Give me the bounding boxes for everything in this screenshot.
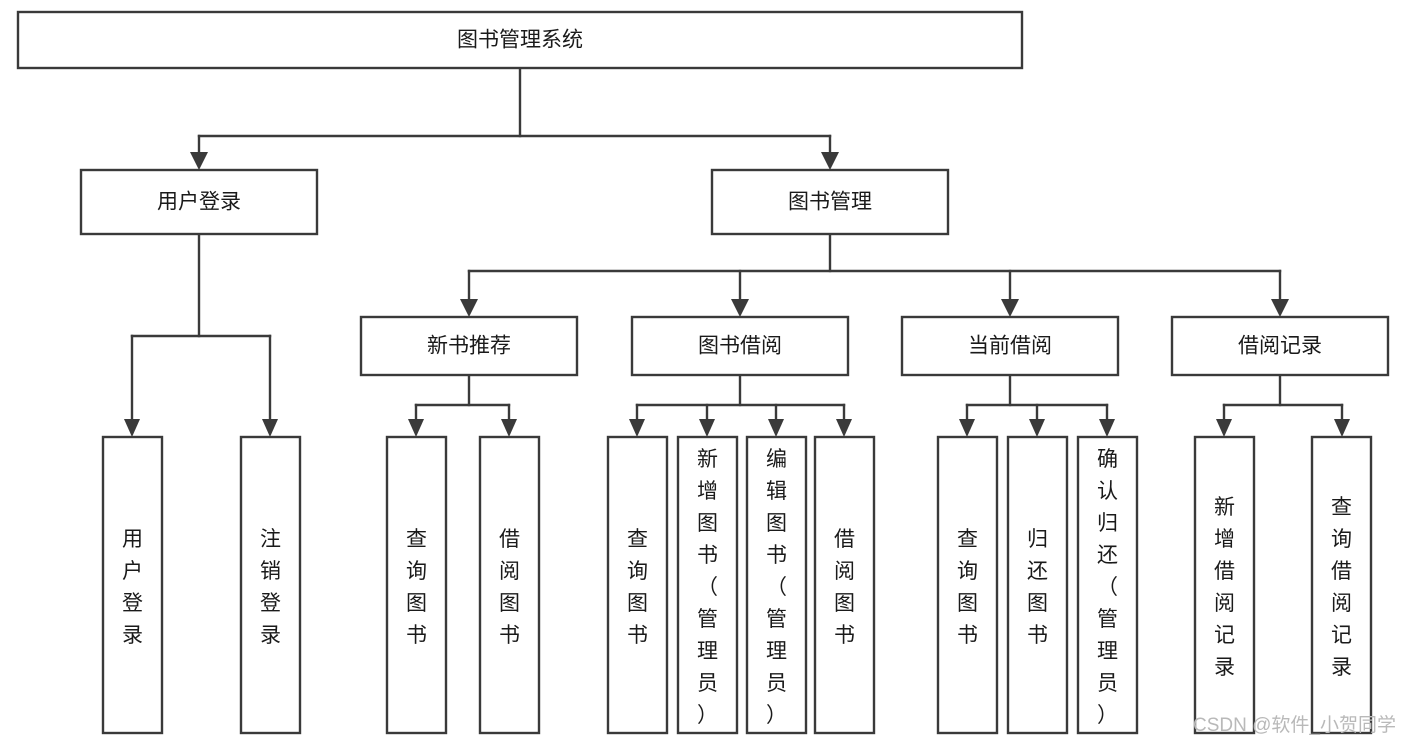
node-box-leaf-borrow-book-rec[interactable]	[478, 435, 541, 735]
node-box-leaf-edit-book-admin[interactable]	[745, 435, 808, 735]
node-box-leaf-borrow-book[interactable]	[813, 435, 876, 735]
node-label-leaf-confirm-return-admin: 确认归还（管理员）	[1097, 448, 1118, 727]
node-label-new-book-rec: 新书推荐	[427, 335, 511, 358]
node-label-leaf-user-logout: 注销登录	[260, 528, 281, 647]
arrow-leaf-query-book-borrow	[629, 419, 645, 437]
node-leaf-edit-book-admin[interactable]: 编辑图书（管理员）	[745, 435, 808, 735]
arrow-leaf-return-book	[1029, 419, 1045, 437]
node-label-leaf-query-book-rec: 查询图书	[406, 528, 427, 647]
node-label-leaf-query-borrow-record: 查询借阅记录	[1331, 496, 1352, 679]
node-leaf-query-book-borrow[interactable]: 查询图书	[606, 435, 669, 735]
node-label-book-manage: 图书管理	[788, 191, 872, 214]
node-user-login[interactable]: 用户登录	[79, 168, 319, 236]
node-label-book-borrow: 图书借阅	[698, 335, 782, 358]
arrow-leaf-borrow-book-rec	[501, 419, 517, 437]
node-label-root: 图书管理系统	[457, 29, 583, 52]
arrow-leaf-query-book-current	[959, 419, 975, 437]
node-label-leaf-borrow-book: 借阅图书	[834, 528, 855, 647]
node-leaf-add-book-admin[interactable]: 新增图书（管理员）	[676, 435, 739, 735]
connectors-layer	[124, 66, 1350, 437]
node-label-current-borrow: 当前借阅	[968, 335, 1052, 358]
node-label-leaf-query-book-borrow: 查询图书	[627, 528, 648, 647]
arrow-to-borrow-record	[1271, 299, 1289, 317]
node-label-leaf-query-book-current: 查询图书	[957, 528, 978, 647]
node-leaf-confirm-return-admin[interactable]: 确认归还（管理员）	[1076, 435, 1139, 735]
nodes-layer: 图书管理系统用户登录图书管理新书推荐图书借阅当前借阅借阅记录用户登录注销登录查询…	[16, 10, 1390, 735]
arrow-leaf-query-book-rec	[408, 419, 424, 437]
node-box-leaf-return-book[interactable]	[1006, 435, 1069, 735]
node-box-leaf-user-login[interactable]	[101, 435, 164, 735]
node-box-root[interactable]	[16, 10, 1024, 70]
node-leaf-query-borrow-record[interactable]: 查询借阅记录	[1310, 435, 1373, 735]
arrow-leaf-user-login	[124, 419, 140, 437]
node-box-borrow-record[interactable]	[1170, 315, 1390, 377]
node-box-book-manage[interactable]	[710, 168, 950, 236]
arrow-leaf-confirm-return-admin	[1099, 419, 1115, 437]
node-leaf-add-borrow-record[interactable]: 新增借阅记录	[1193, 435, 1256, 735]
arrow-to-book-borrow	[731, 299, 749, 317]
arrow-leaf-borrow-book	[836, 419, 852, 437]
arrow-to-new-book-rec	[460, 299, 478, 317]
arrow-to-book-manage	[821, 152, 839, 170]
arrow-leaf-add-book-admin	[699, 419, 715, 437]
node-label-leaf-user-login: 用户登录	[122, 528, 143, 647]
node-label-user-login: 用户登录	[157, 191, 241, 214]
node-leaf-borrow-book[interactable]: 借阅图书	[813, 435, 876, 735]
arrow-leaf-query-borrow-record	[1334, 419, 1350, 437]
node-box-new-book-rec[interactable]	[359, 315, 579, 377]
node-box-leaf-query-book-current[interactable]	[936, 435, 999, 735]
node-label-leaf-add-book-admin: 新增图书（管理员）	[697, 448, 718, 727]
node-box-leaf-query-borrow-record[interactable]	[1310, 435, 1373, 735]
node-leaf-return-book[interactable]: 归还图书	[1006, 435, 1069, 735]
node-leaf-borrow-book-rec[interactable]: 借阅图书	[478, 435, 541, 735]
node-box-user-login[interactable]	[79, 168, 319, 236]
csdn-watermark: CSDN @软件_小贺同学	[1193, 714, 1396, 736]
node-box-leaf-user-logout[interactable]	[239, 435, 302, 735]
node-leaf-query-book-current[interactable]: 查询图书	[936, 435, 999, 735]
arrow-leaf-add-borrow-record	[1216, 419, 1232, 437]
node-borrow-record[interactable]: 借阅记录	[1170, 315, 1390, 377]
node-root[interactable]: 图书管理系统	[16, 10, 1024, 70]
node-leaf-user-login[interactable]: 用户登录	[101, 435, 164, 735]
node-new-book-rec[interactable]: 新书推荐	[359, 315, 579, 377]
node-box-leaf-add-borrow-record[interactable]	[1193, 435, 1256, 735]
node-box-leaf-query-book-borrow[interactable]	[606, 435, 669, 735]
node-box-current-borrow[interactable]	[900, 315, 1120, 377]
arrow-to-user-login	[190, 152, 208, 170]
node-label-leaf-add-borrow-record: 新增借阅记录	[1214, 496, 1235, 679]
node-label-leaf-return-book: 归还图书	[1027, 528, 1048, 647]
node-box-leaf-add-book-admin[interactable]	[676, 435, 739, 735]
arrow-leaf-edit-book-admin	[768, 419, 784, 437]
node-leaf-query-book-rec[interactable]: 查询图书	[385, 435, 448, 735]
node-label-leaf-edit-book-admin: 编辑图书（管理员）	[766, 448, 787, 727]
node-label-borrow-record: 借阅记录	[1238, 335, 1322, 358]
node-label-leaf-borrow-book-rec: 借阅图书	[499, 528, 520, 647]
node-book-borrow[interactable]: 图书借阅	[630, 315, 850, 377]
arrow-to-current-borrow	[1001, 299, 1019, 317]
node-box-leaf-query-book-rec[interactable]	[385, 435, 448, 735]
node-current-borrow[interactable]: 当前借阅	[900, 315, 1120, 377]
node-book-manage[interactable]: 图书管理	[710, 168, 950, 236]
node-box-book-borrow[interactable]	[630, 315, 850, 377]
node-leaf-user-logout[interactable]: 注销登录	[239, 435, 302, 735]
arrow-leaf-user-logout	[262, 419, 278, 437]
node-box-leaf-confirm-return-admin[interactable]	[1076, 435, 1139, 735]
